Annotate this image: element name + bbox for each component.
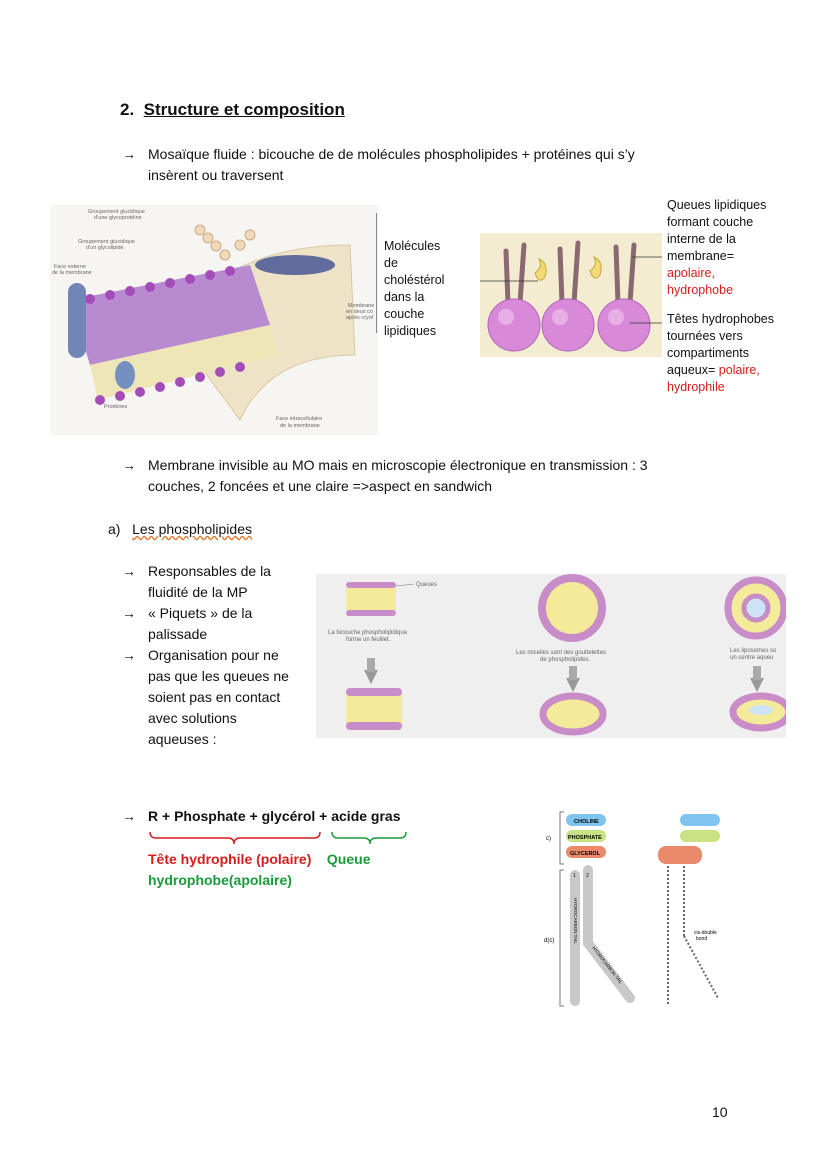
heads-annotation: Têtes hydrophobes tournées vers comparti… [667,312,775,394]
fig3-label: Les liposomes so [730,648,777,654]
formula-labels: Tête hydrophile (polaire) Queue hydropho… [148,851,371,888]
bullet-text-line2: insèrent ou traversent [148,167,284,183]
cholesterol-text: Molécules de choléstérol dans la couche … [384,239,445,338]
list-item: →Responsables de la fluidité de la MP [122,563,271,600]
phospholipid-heads-illustration [480,233,662,357]
fig1-label: d’une glycoprotéine [94,215,142,221]
phospholipid-structure-figure: c) d(c) CHOLINE PHOSPHATE GLYCEROL 1 2 H… [530,808,740,1014]
subsection-heading: a) Les phospholipides [108,521,252,537]
fig1-label: Face intracellulaire [276,416,322,422]
micelle-liposome-illustration: Queues La bicouche phospholipidique form… [316,574,793,738]
fig4-label: 1 [573,873,576,879]
page-number: 10 [712,1104,728,1120]
glycerol-label: GLYCEROL [570,851,601,857]
choline-label: CHOLINE [574,819,599,825]
list-item: →« Piquets » de la palissade [122,605,253,642]
formula-block: →R + Phosphate + glycérol + acide gras [122,808,401,824]
fig3-label: un centre aqueu [730,655,773,661]
fig4-label: d(c) [544,938,554,944]
bullet-mosaique: →Mosaïque fluide : bicouche de de molécu… [122,144,762,186]
section-title: Structure et composition [143,100,345,119]
fig1-label: d’un glycolipide [86,245,124,251]
micelle-liposome-figure: Queues La bicouche phospholipidique form… [316,574,793,738]
fig3-label: Les micelles sont des gouttelettes [516,650,606,656]
fig4-label: HYDROCARBON TAIL [573,898,578,944]
list-item: →Organisation pour ne pas que les queues… [122,647,289,747]
fig1-label: Groupement glucidique [78,239,135,245]
tails-annotation: Queues lipidiques formant couche interne… [667,198,767,297]
phosphate-label: PHOSPHATE [568,835,602,841]
phospholipid-structure-illustration: c) d(c) CHOLINE PHOSPHATE GLYCEROL 1 2 H… [530,808,740,1014]
fig1-label: Membrane [348,303,374,309]
fig1-label: Face externe [54,264,86,270]
fig1-label: de la membrane [52,270,92,276]
phospholipid-heads-figure [480,233,662,357]
fig1-label: de la membrane [280,423,320,429]
bullet-membrane-mo: →Membrane invisible au MO mais en micros… [122,457,648,494]
fig1-label: après cryof [346,315,374,321]
fig4-label: c) [546,836,551,842]
fig4-label: cis-double [694,930,717,936]
fig4-label: 2 [586,873,589,879]
fig3-label: forme un feuillet. [346,637,391,643]
membrane-3d-figure: Groupement glucidique d’une glycoprotéin… [50,205,378,435]
divider-line [376,213,377,333]
membrane-3d-illustration: Groupement glucidique d’une glycoprotéin… [50,205,378,435]
bullet-text-line1: Mosaïque fluide : bicouche de de molécul… [148,146,635,162]
subsection-title: Les phospholipides [132,521,252,537]
fig4-label: bond [696,936,707,942]
fig3-label: Queues [416,582,437,588]
formula-text: R + Phosphate + glycérol + acide gras [148,808,401,824]
fig1-label: Protéines [104,404,127,410]
fig3-label: La bicouche phospholipidique [328,630,408,636]
fig1-label: Groupement glucidique [88,209,145,215]
section-heading: 2. Structure et composition [120,100,345,120]
formula-braces [149,831,407,845]
phospholipid-bullets: →Responsables de la fluidité de la MP →«… [122,561,312,750]
section-number: 2. [120,100,135,119]
fig1-label: en deux co [346,309,373,315]
fig3-label: de phospholipides. [540,657,590,663]
